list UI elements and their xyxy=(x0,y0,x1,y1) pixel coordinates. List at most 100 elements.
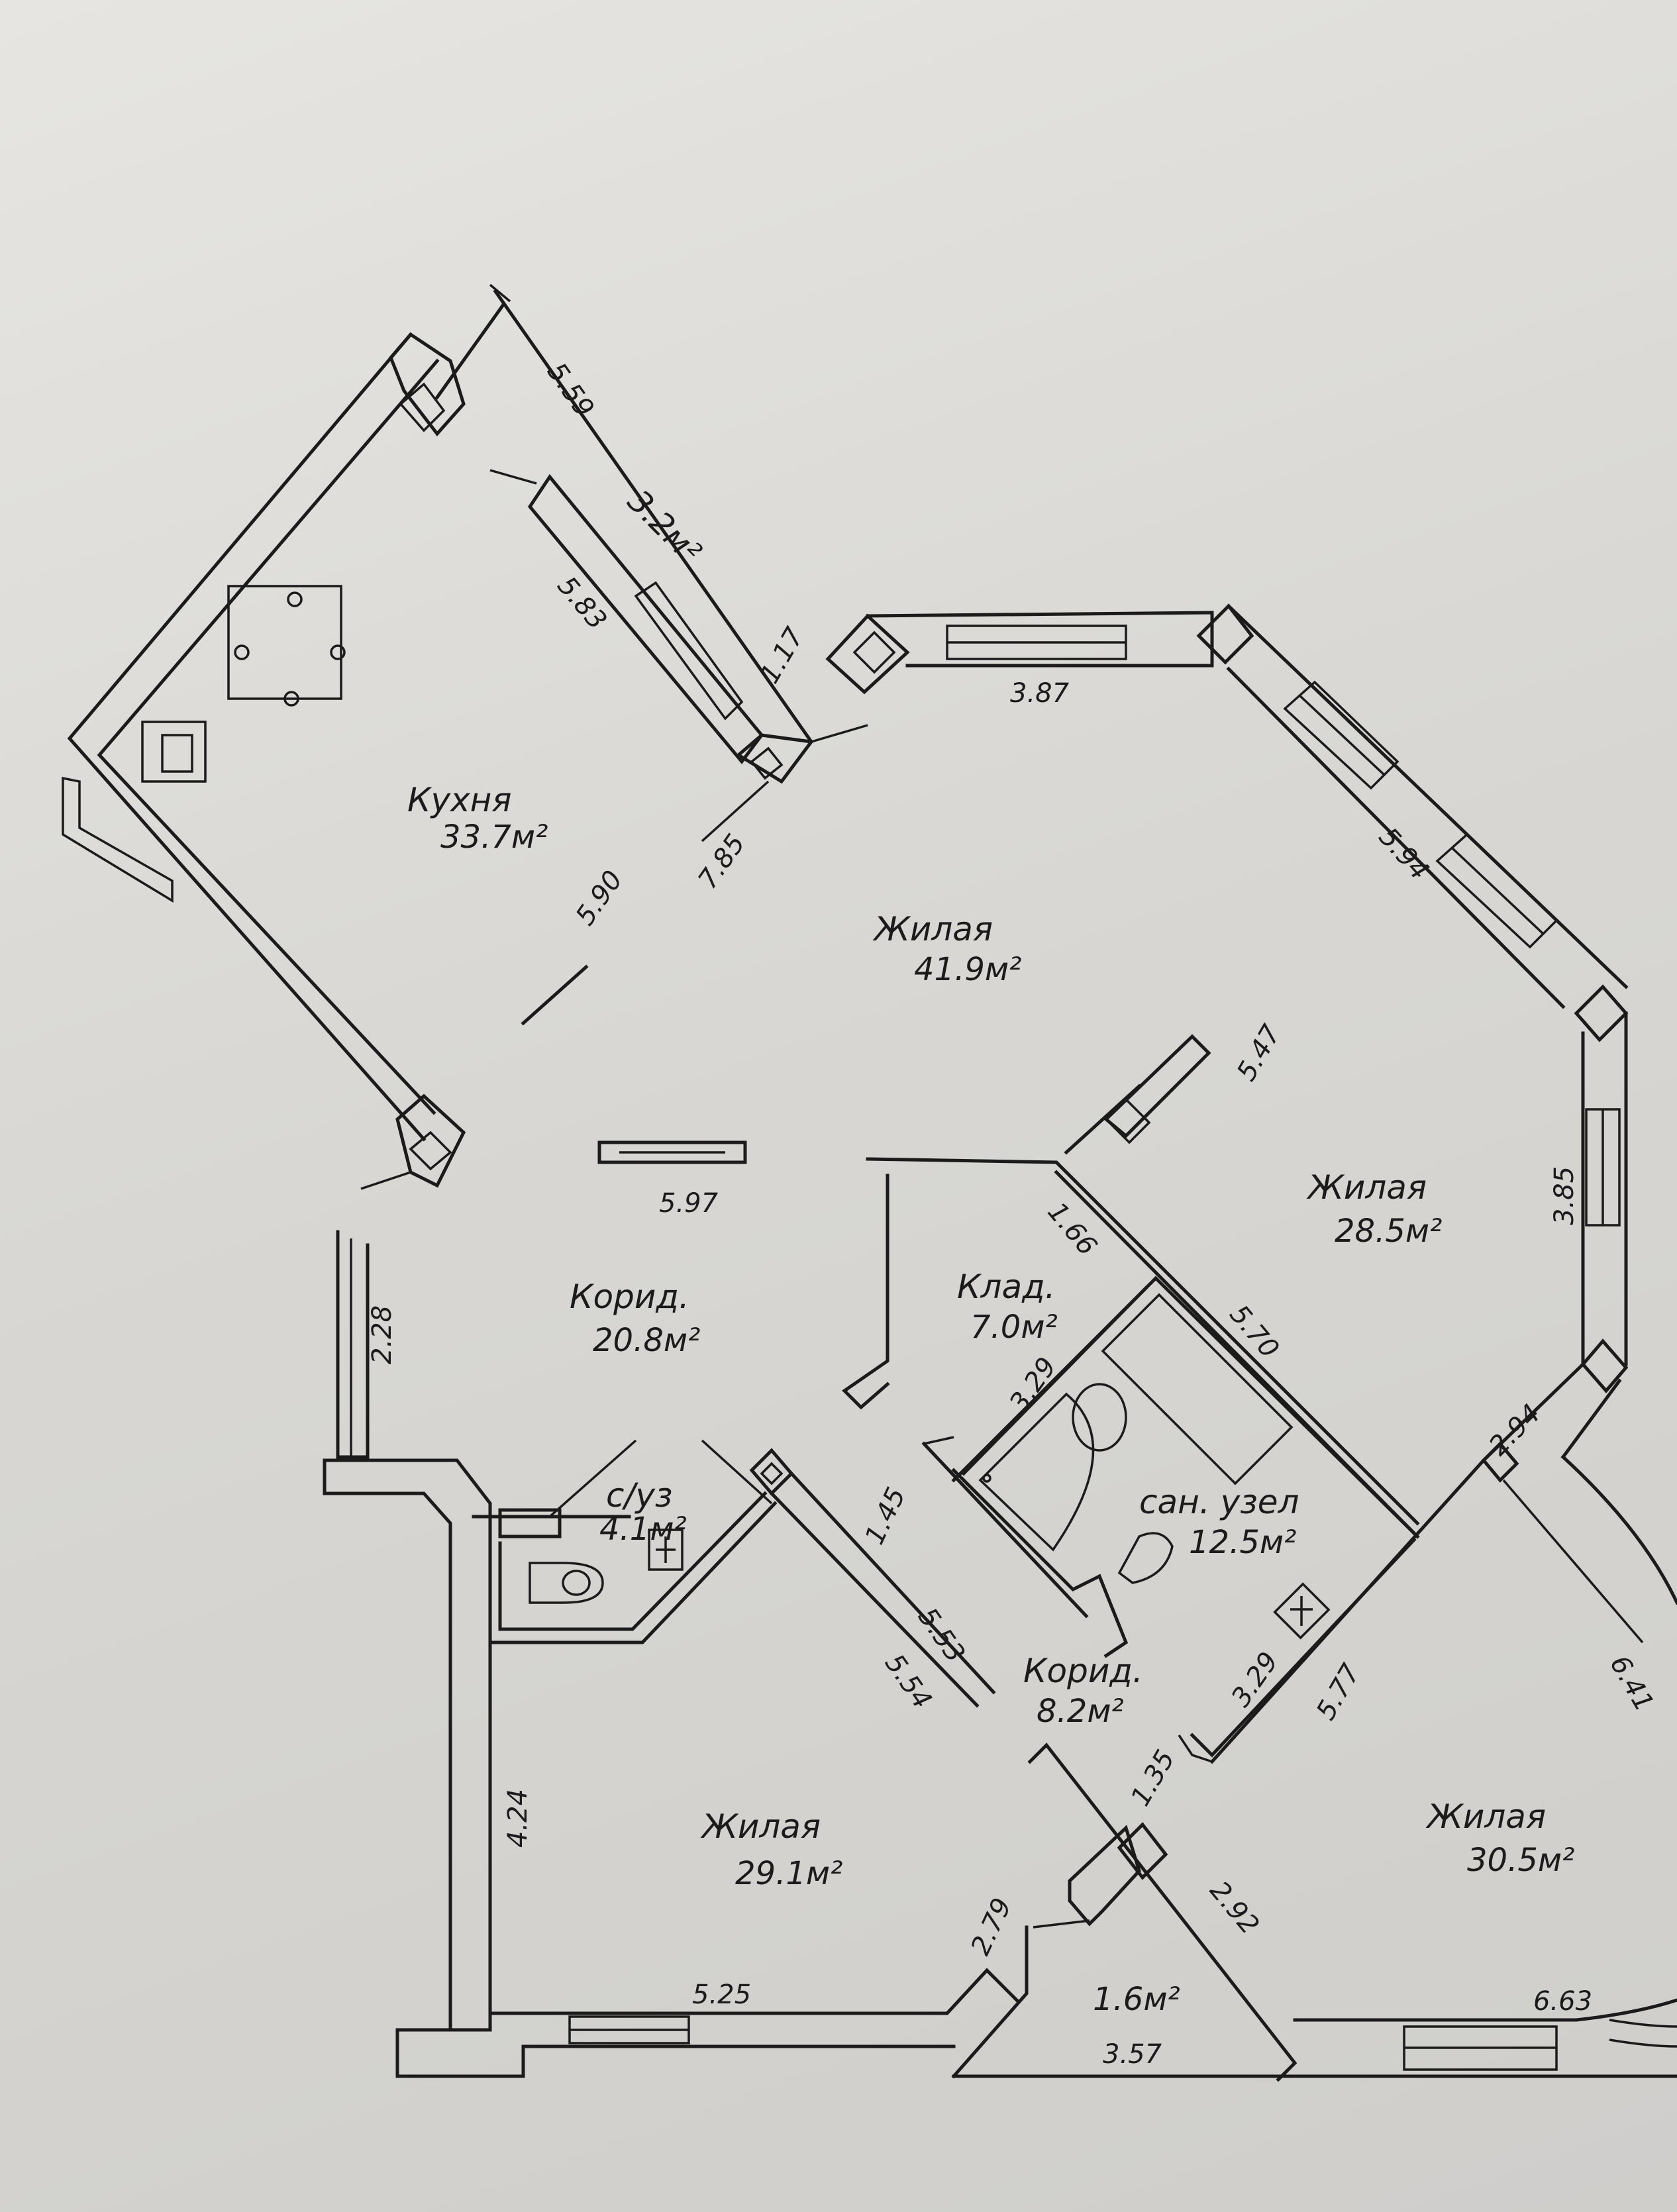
kitchen-door-bottom xyxy=(360,1171,411,1190)
walls xyxy=(62,283,1677,2082)
bathroom-top-wall xyxy=(1153,1276,1420,1539)
corridor-small-area: 8.2м² xyxy=(1037,1693,1124,1730)
right-diagonal-wall xyxy=(1226,603,1629,989)
top-wall xyxy=(866,611,1214,668)
storage-left-wall-inner xyxy=(842,1174,890,1410)
loggia-left-stub xyxy=(488,1968,1019,2015)
bathroom-door xyxy=(923,1436,954,1445)
stub-wall-547-box xyxy=(1104,1097,1151,1144)
top-column-left-box xyxy=(852,630,896,674)
bathroom-basin xyxy=(1072,1383,1127,1452)
right-diagonal-wall-inner xyxy=(1226,666,1566,1009)
balcony-door-swing xyxy=(811,724,868,743)
balcony-column-box xyxy=(750,746,784,780)
top-right-column xyxy=(1196,603,1254,665)
dim-5-90: 5.90 xyxy=(570,865,629,930)
bottom-right-curve xyxy=(1609,2019,1677,2048)
top-window xyxy=(946,625,1127,660)
bathroom-corridor-wall-inner xyxy=(921,1441,1089,1619)
wc-shelf xyxy=(498,1508,562,1538)
loggia-area: 1.6м² xyxy=(1093,1981,1180,2018)
kitchen-top-column xyxy=(389,332,466,436)
kitchen-sink xyxy=(141,721,207,783)
dim-5-54: 5.54 xyxy=(879,1648,938,1714)
living-main-name: Жилая xyxy=(872,910,993,948)
wc-radiator xyxy=(648,1529,684,1571)
kitchen-name: Кухня xyxy=(407,781,511,819)
bathroom-shower xyxy=(1101,1293,1294,1485)
wc-name: с/уз xyxy=(606,1476,673,1515)
kitchen-bottom-column-box xyxy=(409,1131,452,1171)
balcony-left-link xyxy=(434,302,506,400)
living-main-area: 41.9м² xyxy=(914,951,1021,988)
wc-column xyxy=(749,1448,794,1496)
balcony-outer-line xyxy=(493,289,814,744)
dim-4-24: 4.24 xyxy=(503,1789,533,1848)
right-diagonal-window-2 xyxy=(1435,832,1558,949)
kitchen-left-wall-inner xyxy=(97,358,440,1115)
wc-column-box xyxy=(760,1462,784,1485)
bottom-right-window xyxy=(1403,2025,1558,2071)
loggia-left xyxy=(951,1925,1029,2079)
dim-6-41: 6.41 xyxy=(1603,1650,1659,1717)
left-wall-228 xyxy=(336,1230,370,1459)
dim-5-77: 5.77 xyxy=(1311,1658,1367,1725)
kitchen-left-wall xyxy=(67,332,427,1142)
balcony-door xyxy=(701,780,770,842)
corridor-small-name: Корид. xyxy=(1023,1652,1143,1690)
balcony-area: 3.2м² xyxy=(621,483,709,571)
diag-wall-553 xyxy=(769,1491,980,1708)
partition-590 xyxy=(521,964,589,1026)
bathroom-radiator xyxy=(1273,1582,1331,1640)
dim-1-17: 1.17 xyxy=(754,622,811,689)
dim-2-28: 2.28 xyxy=(367,1305,397,1364)
living-bl-area: 29.1м² xyxy=(735,1855,842,1892)
outer-right-curve xyxy=(1560,1454,1677,1605)
storage-area: 7.0м² xyxy=(970,1309,1058,1346)
dim-7-85: 7.85 xyxy=(693,829,752,894)
mid-right-column xyxy=(1481,1441,1519,1483)
balcony-top-cap xyxy=(489,283,511,303)
bathroom-bottom-wall xyxy=(1190,1537,1417,1758)
dim-5-83: 5.83 xyxy=(551,571,612,636)
bathroom-name: сан. узел xyxy=(1139,1483,1299,1521)
wc-inner-left xyxy=(488,1501,778,1644)
dim-2-92: 2.92 xyxy=(1203,1876,1264,1940)
balcony-window xyxy=(634,581,744,721)
dim-3-29-b: 3.29 xyxy=(1226,1646,1285,1712)
bottom-mid-diag xyxy=(1027,1742,1297,2082)
room-labels: Кухня 33.7м² 3.2м² Жилая 41.9м² Жилая 28… xyxy=(407,483,1574,2018)
fixtures xyxy=(141,585,1331,1640)
dim-5-97: 5.97 xyxy=(659,1188,719,1219)
kitchen-door-swing xyxy=(489,469,537,485)
bottom-wall-right-inner xyxy=(1293,1998,1677,2022)
right-diagonal-window-1 xyxy=(1283,680,1399,790)
bathroom-area: 12.5м² xyxy=(1189,1524,1296,1561)
corridor-main-name: Корид. xyxy=(570,1278,689,1316)
bathroom-toilet xyxy=(1117,1532,1174,1584)
kitchen-top-column-box xyxy=(399,382,446,432)
loggia-door xyxy=(1033,1919,1090,1929)
living-right-area: 28.5м² xyxy=(1335,1213,1442,1250)
wc-area: 4.1м² xyxy=(599,1511,687,1548)
bathroom-bottom-end xyxy=(1178,1734,1213,1763)
left-bottom-foot xyxy=(395,2028,525,2078)
dim-1-45: 1.45 xyxy=(859,1483,911,1549)
wc-toilet xyxy=(529,1562,604,1604)
diag-wall-554 xyxy=(789,1471,996,1695)
storage-left-wall xyxy=(866,1157,1420,1526)
dim-1-66: 1.66 xyxy=(1041,1197,1102,1262)
storage-name: Клад. xyxy=(957,1268,1056,1306)
dim-3-57: 3.57 xyxy=(1103,2039,1162,2070)
living-br-name: Жилая xyxy=(1425,1797,1546,1836)
bottom-mid-block xyxy=(1068,1825,1141,1927)
corridor-main-area: 20.8м² xyxy=(593,1322,700,1359)
dim-3-87: 3.87 xyxy=(1010,678,1070,709)
dim-3-85: 3.85 xyxy=(1549,1166,1580,1225)
bathroom-bath xyxy=(978,1392,1095,1552)
stub-wall-547-block xyxy=(1103,1034,1211,1138)
right-vertical-window xyxy=(1585,1108,1621,1227)
living-br-area: 30.5м² xyxy=(1467,1842,1574,1879)
